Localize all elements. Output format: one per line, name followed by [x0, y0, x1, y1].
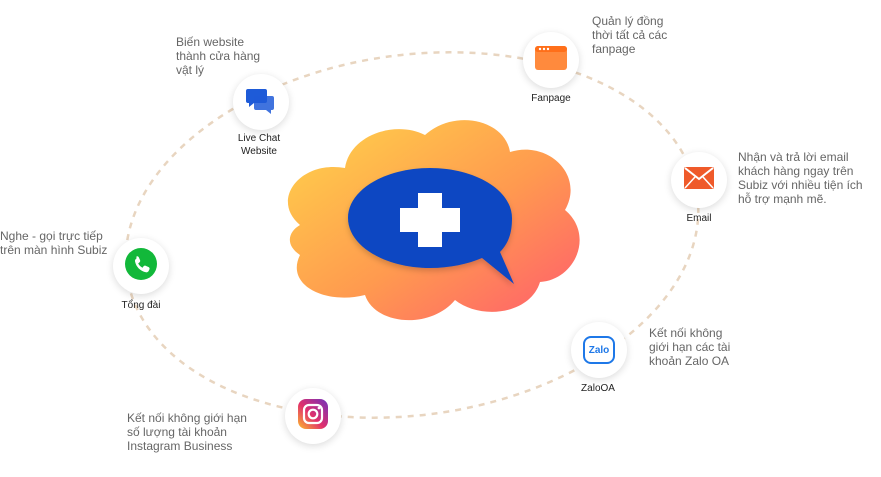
instagram-node[interactable] [285, 388, 341, 444]
tong-dai-node[interactable] [113, 238, 169, 294]
zalo-label: ZaloOA [581, 383, 615, 394]
zalo-description: Kết nối không giới hạn các tài khoản Zal… [649, 326, 731, 368]
browser-window-icon [535, 45, 567, 75]
tong-dai-label: Tổng đài [121, 300, 161, 311]
zalo-node[interactable]: Zalo [571, 322, 627, 378]
email-label: Email [686, 213, 712, 224]
live-chat-node[interactable] [233, 74, 289, 130]
live-chat-description: Biến website thành cửa hàng vật lý [176, 35, 261, 77]
phone-icon [125, 247, 157, 285]
zalo-icon: Zalo [583, 336, 615, 364]
zalo-icon-text: Zalo [588, 344, 610, 356]
fanpage-node[interactable] [523, 32, 579, 88]
envelope-icon [684, 166, 714, 194]
instagram-description: Kết nối không giới hạn số lượng tài khoả… [127, 411, 247, 453]
fanpage-label: Fanpage [531, 93, 571, 104]
chat-bubbles-icon [246, 86, 276, 119]
plus-chat-bubble-icon [348, 168, 514, 284]
live-chat-label: Live Chat Website [237, 133, 281, 157]
email-description: Nhận và trả lời email khách hàng ngay tr… [738, 150, 863, 206]
instagram-icon [298, 398, 328, 434]
fanpage-description: Quản lý đồng thời tất cả các fanpage [592, 14, 668, 56]
tong-dai-description: Nghe - gọi trực tiếp trên màn hình Subiz [0, 229, 108, 257]
email-node[interactable] [671, 152, 727, 208]
